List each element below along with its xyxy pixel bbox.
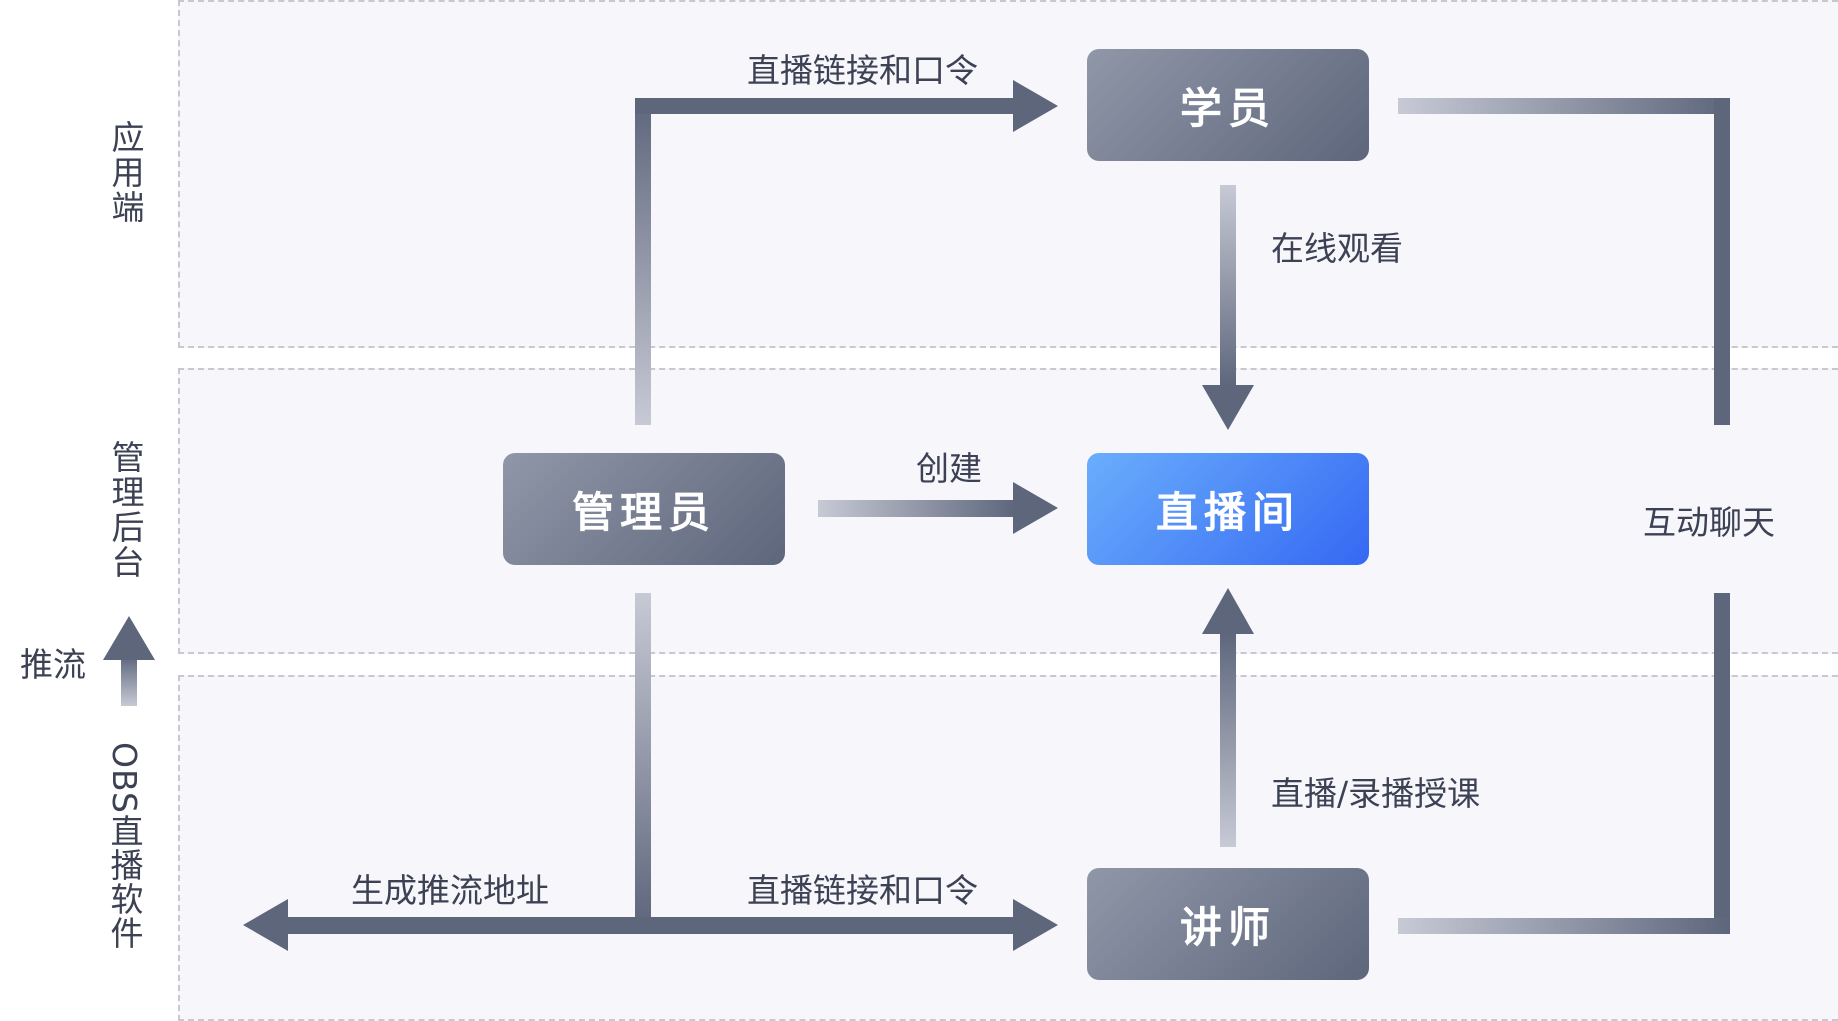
- lane-app: [178, 0, 1838, 348]
- node-admin: 管理员: [503, 453, 785, 565]
- push-label: 推流: [20, 645, 86, 684]
- edge-admin-to-liveroom: [818, 482, 1058, 534]
- edge-student-to-liveroom: [1202, 185, 1254, 430]
- edge-admin-to-student: [635, 80, 1058, 425]
- edge-chat-upper: [1398, 98, 1730, 425]
- label-link-to-lecturer: 直播链接和口令: [747, 871, 978, 910]
- push-arrow: [103, 616, 155, 706]
- edge-admin-down: [635, 593, 651, 927]
- label-interactive-chat: 互动聊天: [1643, 503, 1775, 542]
- edge-chat-lower: [1398, 593, 1730, 934]
- edge-lecturer-to-liveroom: [1202, 588, 1254, 847]
- label-create: 创建: [916, 449, 982, 488]
- label-live-record-teach: 直播/录播授课: [1271, 774, 1481, 813]
- lane-obs: [178, 675, 1838, 1021]
- label-link-to-student: 直播链接和口令: [747, 51, 978, 90]
- node-lecturer: 讲师: [1087, 868, 1369, 980]
- lane-label-obs: OBS直播软件: [105, 742, 144, 950]
- node-student: 学员: [1087, 49, 1369, 161]
- label-watch-online: 在线观看: [1271, 229, 1403, 268]
- label-generate-push-addr: 生成推流地址: [351, 871, 549, 910]
- lane-label-admin: 管理后台: [111, 438, 145, 582]
- node-live-room: 直播间: [1087, 453, 1369, 565]
- edge-junction-left-right: [243, 899, 1058, 951]
- lane-label-app: 应用端: [111, 118, 145, 227]
